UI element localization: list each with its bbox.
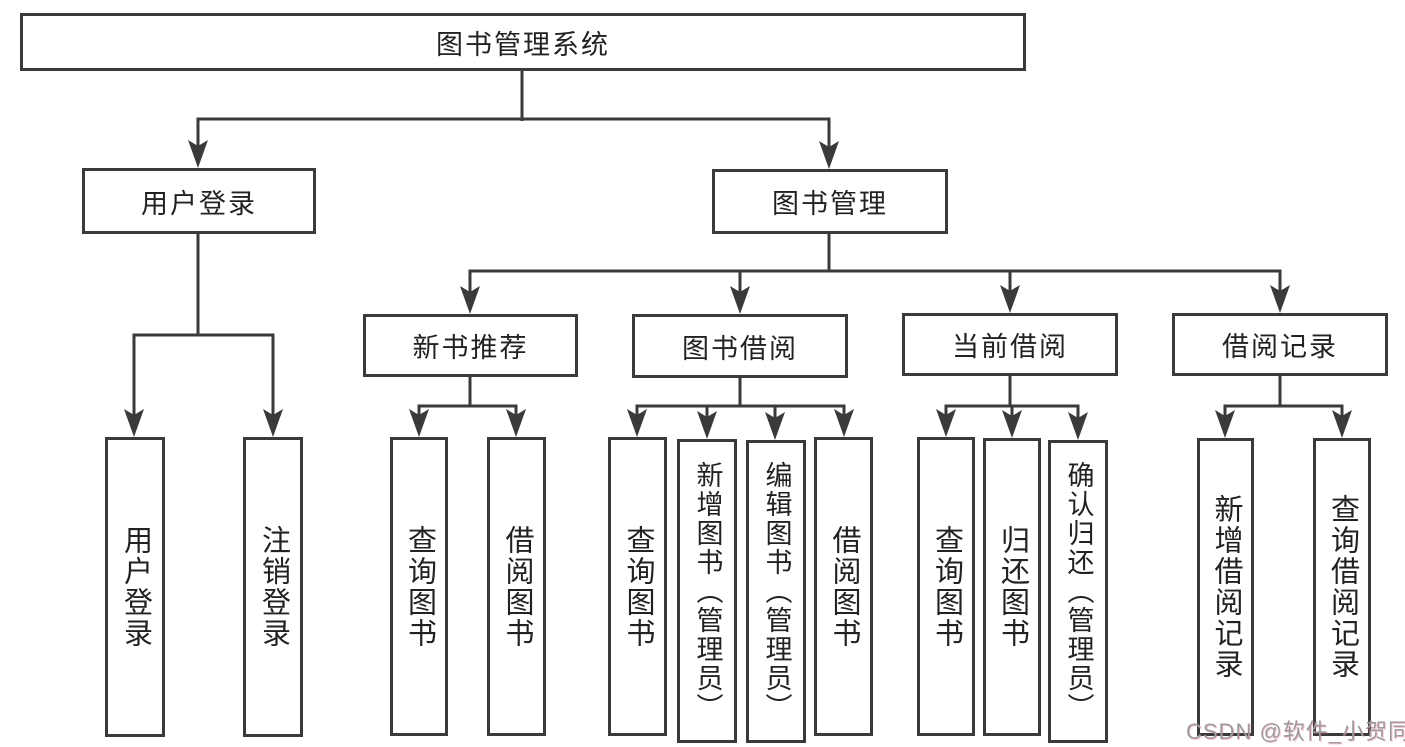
node-root: 图书管理系统 bbox=[20, 13, 1026, 71]
leaf-return-book-label: 归还图书 bbox=[996, 525, 1029, 649]
leaf-query-borrow-record-label: 查询借阅记录 bbox=[1326, 494, 1359, 680]
leaf-borrow-books-2-label: 借阅图书 bbox=[828, 524, 860, 649]
leaf-logout-label: 注销登录 bbox=[257, 525, 290, 649]
leaf-confirm-return-admin-label: 确认归还（管理员） bbox=[1063, 461, 1094, 722]
leaf-query-books-2: 查询图书 bbox=[608, 437, 667, 736]
leaf-query-books-2-label: 查询图书 bbox=[622, 524, 654, 649]
node-current-borrow-label: 当前借阅 bbox=[952, 332, 1068, 362]
node-borrow-records-label: 借阅记录 bbox=[1222, 332, 1338, 362]
leaf-edit-book-admin-label: 编辑图书（管理员） bbox=[761, 461, 792, 722]
node-root-label: 图书管理系统 bbox=[436, 29, 610, 60]
leaf-borrow-books-2: 借阅图书 bbox=[814, 437, 873, 736]
node-user-login-label: 用户登录 bbox=[141, 188, 257, 219]
leaf-add-borrow-record-label: 新增借阅记录 bbox=[1210, 494, 1242, 680]
leaf-logout: 注销登录 bbox=[243, 437, 303, 737]
leaf-add-borrow-record: 新增借阅记录 bbox=[1197, 438, 1254, 736]
watermark-text: CSDN @软件_小贺同学 bbox=[1186, 719, 1405, 744]
node-book-management-label: 图书管理 bbox=[772, 189, 888, 219]
node-borrow-records: 借阅记录 bbox=[1172, 313, 1388, 376]
leaf-query-books-1: 查询图书 bbox=[390, 437, 448, 736]
node-new-book-recommend-label: 新书推荐 bbox=[412, 333, 529, 363]
leaf-edit-book-admin: 编辑图书（管理员） bbox=[746, 440, 806, 743]
node-book-borrow-label: 图书借阅 bbox=[682, 333, 798, 364]
node-new-book-recommend: 新书推荐 bbox=[363, 314, 578, 377]
leaf-add-book-admin-label: 新增图书（管理员） bbox=[692, 460, 723, 722]
leaf-return-book: 归还图书 bbox=[983, 438, 1041, 736]
leaf-query-borrow-record: 查询借阅记录 bbox=[1313, 438, 1371, 736]
leaf-add-book-admin: 新增图书（管理员） bbox=[677, 439, 737, 743]
leaf-user-login: 用户登录 bbox=[105, 437, 165, 737]
leaf-query-books-3: 查询图书 bbox=[917, 437, 975, 736]
node-user-login: 用户登录 bbox=[82, 168, 316, 234]
leaf-confirm-return-admin: 确认归还（管理员） bbox=[1048, 440, 1108, 743]
node-book-management: 图书管理 bbox=[712, 169, 948, 234]
leaf-borrow-books-1: 借阅图书 bbox=[487, 437, 546, 736]
leaf-user-login-label: 用户登录 bbox=[119, 525, 152, 649]
leaf-borrow-books-1-label: 借阅图书 bbox=[501, 524, 533, 649]
node-current-borrow: 当前借阅 bbox=[902, 313, 1118, 376]
leaf-query-books-3-label: 查询图书 bbox=[930, 524, 963, 649]
leaf-query-books-1-label: 查询图书 bbox=[403, 524, 436, 649]
node-book-borrow: 图书借阅 bbox=[632, 314, 848, 378]
